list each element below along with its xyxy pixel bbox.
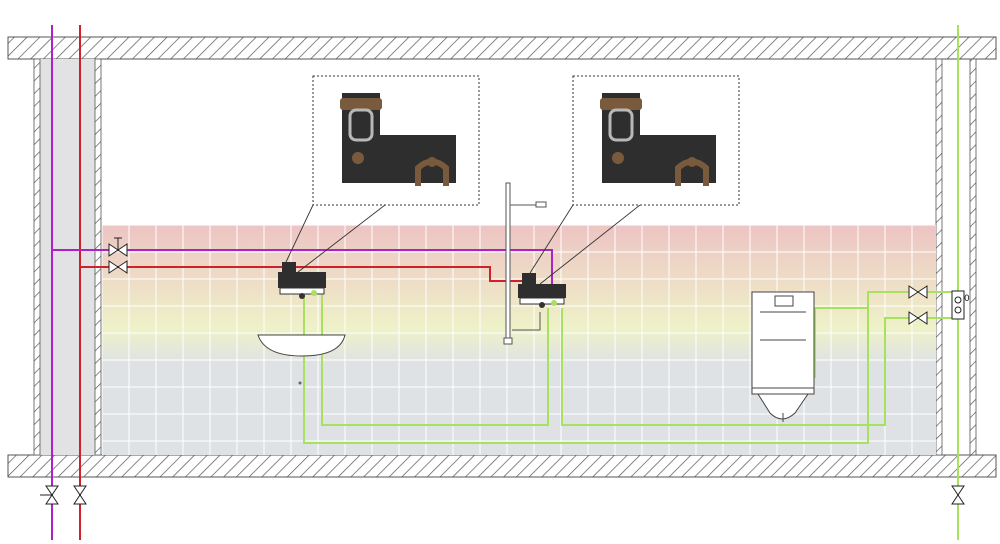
riser-valve-left-1 <box>40 485 59 505</box>
installation-shaft <box>40 59 95 455</box>
wall-hung-wc <box>751 291 815 422</box>
floor-slab <box>7 454 997 478</box>
water-meter <box>951 290 965 320</box>
basin-mixer <box>278 262 326 299</box>
basin-mixer-detail <box>312 75 480 206</box>
stop-valve-cold-lower <box>908 311 928 325</box>
valves <box>40 237 965 505</box>
washbasin <box>257 334 346 385</box>
cold-branch-cistern <box>814 307 868 378</box>
right-wall-inner <box>935 58 943 456</box>
circulation-branch <box>52 249 553 284</box>
cold-branch-basin <box>303 291 958 444</box>
risers <box>51 25 959 540</box>
shower <box>503 182 547 345</box>
shower-mixer-detail <box>572 75 740 206</box>
right-wall-outer <box>969 58 977 456</box>
callout-leaders <box>285 204 641 285</box>
meter-mark: 0 <box>964 294 970 304</box>
left-wall-inner <box>94 58 102 456</box>
left-wall-outer <box>33 58 41 456</box>
building-structure <box>7 36 997 478</box>
shower-mixer <box>518 273 566 308</box>
stop-valve-cold-upper <box>908 285 928 299</box>
riser-valve-left-2 <box>73 485 87 505</box>
riser-valve-right <box>951 485 965 505</box>
stop-valve-hot <box>108 260 128 274</box>
ceiling-slab <box>7 36 997 60</box>
cold-branch-basin-inner <box>321 295 549 426</box>
stop-valve-circulation <box>108 237 128 257</box>
